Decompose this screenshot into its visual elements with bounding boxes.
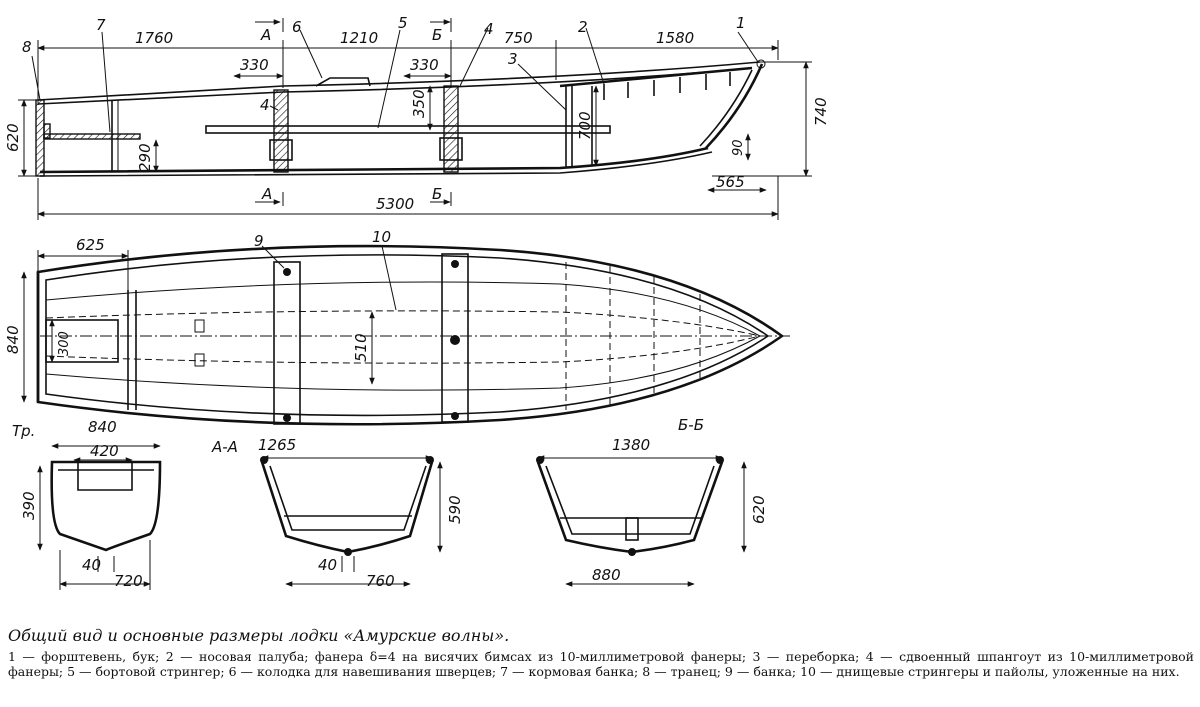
dim-1380: 1380 [612, 436, 650, 454]
dim-330-a: 330 [240, 56, 269, 74]
label-5: 5 [398, 14, 408, 32]
dim-620-b-b: 620 [750, 495, 768, 524]
dim-760: 760 [366, 572, 395, 590]
section-mark-a-bottom: А [261, 185, 272, 203]
label-6: 6 [292, 18, 302, 36]
figure-caption: Общий вид и основные размеры лодки «Амур… [8, 626, 1194, 679]
dim-1265: 1265 [258, 436, 296, 454]
section-b-b: Б-Б 1380 620 880 [536, 416, 768, 587]
dim-330-b: 330 [410, 56, 439, 74]
label-4: 4 [484, 20, 494, 38]
label-9: 9 [254, 232, 264, 250]
dim-90: 90 [731, 139, 746, 156]
section-mark-a-top: А [260, 26, 271, 44]
dim-750: 750 [504, 29, 533, 47]
dim-40-transom: 40 [82, 556, 101, 574]
dim-625: 625 [76, 236, 105, 254]
section-label-a-a: А-А [211, 438, 238, 456]
section-mark-b-bottom: Б [432, 185, 442, 203]
dim-590: 590 [446, 495, 464, 524]
section-label-transom: Тр. [12, 422, 35, 440]
dim-1580: 1580 [656, 29, 694, 47]
dim-840-plan: 840 [4, 325, 22, 354]
label-7: 7 [96, 16, 106, 34]
dim-350: 350 [410, 89, 428, 118]
dim-390: 390 [20, 491, 38, 520]
dim-1210: 1210 [340, 29, 378, 47]
dim-880: 880 [592, 566, 621, 584]
side-view: 1760 А 6 1210 5 Б 4 750 2 1580 1 8 7 330… [4, 14, 830, 220]
dim-5300: 5300 [376, 195, 414, 213]
label-8: 8 [22, 38, 32, 56]
section-mark-b-top: Б [432, 26, 442, 44]
plan-view: 625 9 10 840 300 510 [4, 228, 790, 426]
dim-420: 420 [90, 442, 119, 460]
boat-drawing: 1760 А 6 1210 5 Б 4 750 2 1580 1 8 7 330… [4, 14, 830, 590]
label-10: 10 [372, 228, 391, 246]
label-1: 1 [736, 14, 746, 32]
dim-700: 700 [576, 111, 594, 140]
dim-300: 300 [57, 331, 72, 356]
dim-720: 720 [114, 572, 143, 590]
section-label-b-b: Б-Б [678, 416, 704, 434]
label-3: 3 [508, 50, 518, 68]
dim-40-a-a: 40 [318, 556, 337, 574]
dim-620: 620 [4, 123, 22, 152]
caption-title: Общий вид и основные размеры лодки «Амур… [8, 626, 510, 645]
dim-565: 565 [716, 173, 745, 191]
dim-1760: 1760 [135, 29, 173, 47]
label-2: 2 [578, 18, 588, 36]
caption-legend: 1 — форштевень, бук; 2 — носовая палуба;… [8, 649, 1194, 679]
dim-510: 510 [352, 333, 370, 362]
dim-290: 290 [136, 143, 154, 172]
label-4-side: 4 [260, 96, 270, 114]
transom-section: Тр. 840 420 390 40 720 [12, 418, 162, 590]
dim-740: 740 [812, 97, 830, 126]
dim-840-transom: 840 [88, 418, 117, 436]
section-a-a: А-А 1265 590 40 760 [211, 436, 464, 590]
